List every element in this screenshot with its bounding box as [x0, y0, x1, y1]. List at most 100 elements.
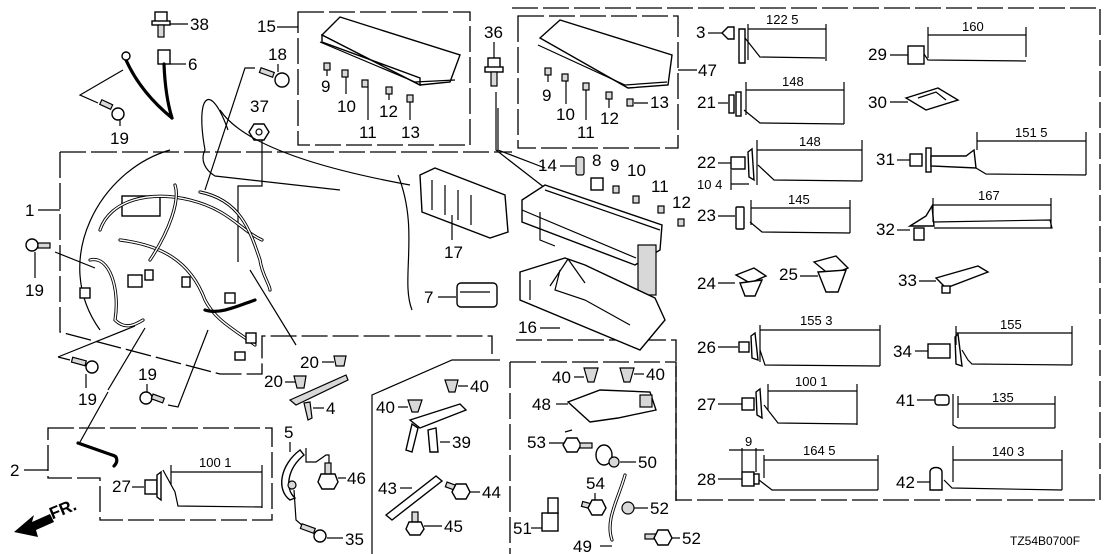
bolt-38-icon[interactable]	[151, 11, 171, 38]
callout-3: 3	[696, 23, 705, 42]
callout-11-cover15: 11	[359, 123, 377, 142]
clip-28-icon[interactable]	[741, 471, 878, 491]
callout-52-a: 52	[650, 499, 669, 518]
group-box-fusebox-cover-15	[297, 11, 471, 146]
terminal-43-icon[interactable]	[384, 475, 444, 521]
clip-3-icon[interactable]	[721, 26, 826, 64]
clip-22-icon[interactable]	[730, 147, 863, 182]
harness-clip-2-icon[interactable]	[76, 441, 119, 468]
callout-9-cover15: 9	[321, 77, 330, 96]
callout-34: 34	[893, 342, 912, 361]
connector-51-icon[interactable]	[541, 497, 559, 532]
callout-10-cover47: 10	[556, 105, 575, 124]
bracket-39-icon[interactable]	[405, 403, 468, 453]
callout-4: 4	[326, 399, 335, 418]
bolt-19-icon[interactable]	[139, 391, 166, 405]
front-label: FR.	[47, 495, 80, 523]
clip-34-icon[interactable]	[927, 332, 1073, 368]
clip-40-icon[interactable]	[583, 367, 599, 383]
clip-29-icon[interactable]	[907, 45, 1027, 65]
callout-37: 37	[250, 97, 269, 116]
bolt-52-icon[interactable]	[644, 529, 673, 546]
clip-9-icon[interactable]	[612, 185, 620, 194]
fuse-box-cover-47-icon[interactable]	[537, 19, 673, 89]
callout-40-c: 40	[552, 368, 571, 387]
bolt-19-icon[interactable]	[98, 98, 125, 121]
callout-7: 7	[424, 288, 433, 307]
clip-27-icon[interactable]	[741, 387, 858, 425]
callout-40-d: 40	[646, 365, 665, 384]
bracket-48-icon[interactable]	[564, 389, 657, 433]
clip-12-icon[interactable]	[677, 218, 685, 227]
fuse-box-cover-15-icon[interactable]	[319, 16, 461, 87]
clip-23-icon[interactable]	[735, 206, 851, 234]
clip-27-icon[interactable]	[144, 469, 263, 508]
ground-cable-49-icon[interactable]	[608, 473, 627, 542]
callout-9-box: 9	[610, 156, 619, 175]
relay-7-icon[interactable]	[456, 282, 498, 308]
dimension-32: 167	[978, 188, 1000, 203]
bolt-53-icon[interactable]	[562, 437, 593, 453]
bolt-18-icon[interactable]	[258, 66, 290, 88]
group-box-part-2	[47, 427, 273, 521]
fuse-clips-47[interactable]	[544, 67, 634, 107]
nut-37-icon[interactable]	[248, 123, 270, 141]
clip-31-icon[interactable]	[909, 147, 1087, 176]
fuse-14-icon[interactable]	[575, 156, 585, 176]
bolt-19-icon[interactable]	[70, 356, 99, 374]
callout-50: 50	[638, 453, 657, 472]
bolt-35-icon[interactable]	[299, 522, 327, 543]
callout-21: 21	[697, 93, 716, 112]
relay-box-upper-icon[interactable]	[521, 184, 663, 296]
callout-40-b: 40	[470, 377, 489, 396]
wire-harness-1-icon[interactable]	[79, 183, 272, 361]
bracket-5-icon[interactable]	[281, 449, 305, 501]
dimension-34: 155	[1000, 317, 1022, 332]
bolt-45-icon[interactable]	[405, 511, 425, 536]
clip-30-icon[interactable]	[904, 87, 960, 111]
clip-40-icon[interactable]	[619, 367, 635, 383]
clip-33-icon[interactable]	[934, 265, 990, 294]
cap-8-icon[interactable]	[590, 177, 604, 191]
clip-26-icon[interactable]	[738, 331, 881, 367]
clip-42-icon[interactable]	[929, 466, 1063, 491]
callout-23: 23	[697, 206, 716, 225]
callout-10-box: 10	[627, 161, 646, 180]
sensor-6-icon[interactable]	[121, 49, 174, 120]
terminal-50-icon[interactable]	[595, 444, 620, 468]
callout-24: 24	[697, 274, 716, 293]
clip-20-icon[interactable]	[293, 375, 307, 389]
clip-20-icon[interactable]	[333, 355, 347, 367]
bracket-4-icon[interactable]	[288, 374, 349, 421]
callout-12-cover15: 12	[379, 102, 398, 121]
callout-20-a: 20	[300, 353, 319, 372]
clip-11-icon[interactable]	[657, 205, 665, 214]
callout-22: 22	[697, 153, 716, 172]
bolt-46-icon[interactable]	[317, 462, 339, 490]
dimension-26: 155 3	[800, 313, 833, 328]
bolt-44-icon[interactable]	[444, 481, 471, 500]
clip-21-icon[interactable]	[728, 91, 845, 125]
relay-box-17-icon[interactable]	[419, 167, 509, 239]
bolt-19-icon[interactable]	[25, 238, 51, 252]
clip-40-icon[interactable]	[444, 379, 459, 393]
clip-40-icon[interactable]	[407, 399, 423, 413]
dimension-28: 164 5	[803, 443, 836, 458]
callout-12-cover47: 12	[600, 109, 619, 128]
relay-box-lower-16-icon[interactable]	[519, 257, 666, 351]
clip-10-icon[interactable]	[632, 195, 640, 204]
clip-41-icon[interactable]	[934, 394, 1055, 429]
nut-52-icon[interactable]	[621, 501, 635, 515]
clip-24-icon[interactable]	[734, 267, 768, 297]
callout-15: 15	[257, 17, 276, 36]
clip-32-icon[interactable]	[907, 203, 1053, 241]
group-box-bracket-39	[371, 359, 500, 554]
clip-25-icon[interactable]	[812, 255, 850, 293]
dimension-23: 145	[788, 192, 810, 207]
bolt-36-icon[interactable]	[484, 57, 504, 87]
dimension-27-box2: 100 1	[199, 455, 232, 470]
bolt-54-icon[interactable]	[580, 499, 607, 516]
callout-11-cover47: 11	[577, 123, 595, 142]
callout-33: 33	[898, 271, 917, 290]
